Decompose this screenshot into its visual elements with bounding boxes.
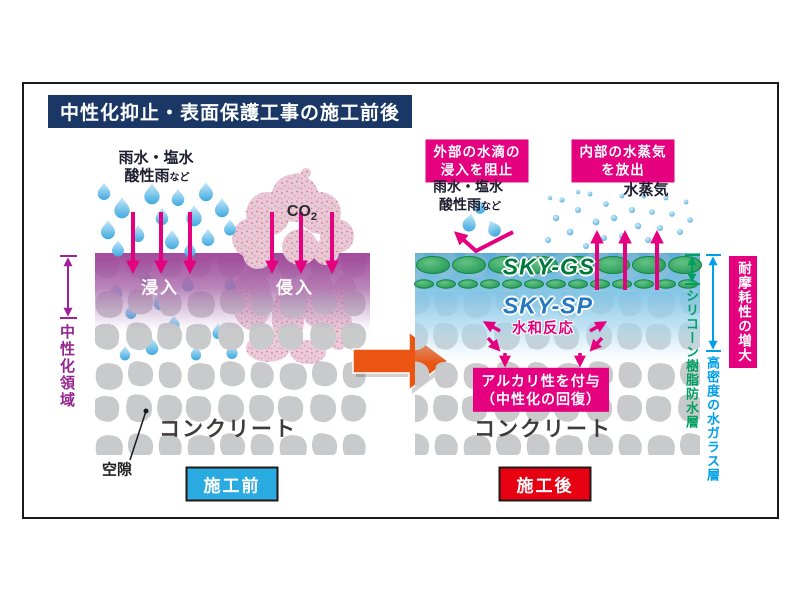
- co2-label: CO2: [286, 202, 318, 224]
- concrete-label-after: コンクリート: [474, 417, 612, 441]
- rain-label-after-line1: 雨水・塩水: [433, 178, 503, 195]
- sp-layer: [415, 292, 700, 364]
- page-title: 中性化抑止・表面保護工事の施工前後: [48, 95, 412, 128]
- vapor-dots: [545, 189, 693, 249]
- waterglass-layer-bracket: [706, 254, 721, 352]
- rain-label-before-line2: 酸性雨など: [124, 167, 190, 185]
- carbonated-layer: [95, 253, 370, 331]
- hydration-label: 水和反応: [512, 320, 574, 337]
- callout-release-vapor: 内部の水蒸気 を放出: [571, 139, 675, 183]
- layer-gs-label: SKY-GS: [502, 253, 596, 280]
- penetration-label: 浸入: [141, 278, 179, 298]
- callout-block-water: 外部の水滴の 浸入を阻止: [425, 139, 529, 183]
- carbonation-depth-dimension: [60, 255, 77, 319]
- rain-label-before-line1: 雨水・塩水: [118, 149, 194, 167]
- co2-cloud: [232, 168, 354, 269]
- repel-arrow: [453, 230, 514, 254]
- badge-after: 施工後: [498, 466, 592, 502]
- rain-drops-before: [97, 182, 236, 257]
- alkali-callout: アルカリ性を付与 （中性化の回復）: [473, 367, 609, 413]
- neutralization-zone-label: 中性化領域: [58, 324, 75, 409]
- badge-before: 施工前: [185, 466, 279, 502]
- waterglass-layer-label: 高密度の水ガラス層: [705, 356, 720, 482]
- void-label: 空隙: [101, 461, 133, 479]
- before-panel-graphics: [60, 168, 370, 461]
- intrusion-label: 侵入: [276, 278, 314, 298]
- void-leader-line: [129, 408, 149, 461]
- rain-label-after-line2: 酸性雨など: [439, 196, 501, 213]
- after-panel-graphics: [414, 189, 721, 455]
- penetration-arrows: [126, 212, 339, 275]
- layer-sp-label: SKY-SP: [503, 292, 593, 319]
- hydration-spread-arrows: [482, 321, 608, 368]
- silicone-layer-label: シリコーン樹脂防水層: [684, 289, 699, 429]
- vapor-label: 水蒸気: [623, 181, 669, 199]
- vapor-release-arrows: [590, 229, 664, 290]
- abrasion-resistance-label: 耐摩耗性の増大: [729, 256, 757, 368]
- silicone-layer-bracket: [685, 254, 700, 285]
- concrete-label-before: コンクリート: [159, 417, 297, 441]
